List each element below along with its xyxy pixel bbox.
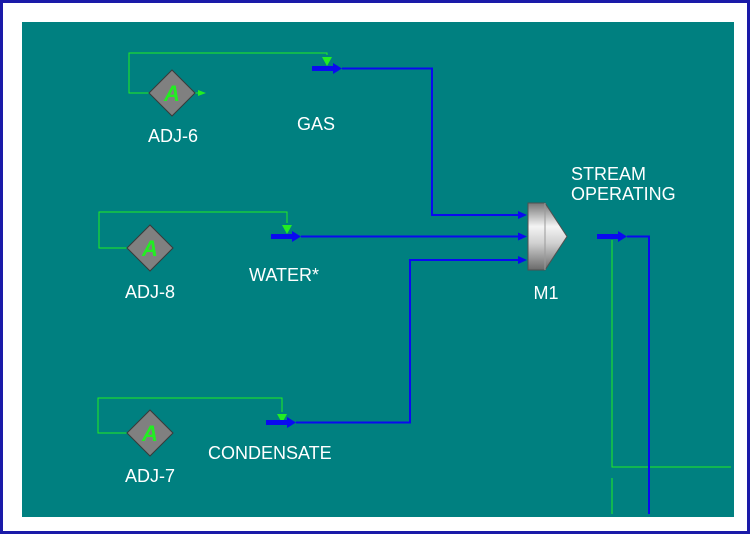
adj-6-glyph: A (163, 81, 180, 106)
adj-7-icon[interactable]: A (126, 409, 174, 457)
adj-8-icon[interactable]: A (126, 224, 174, 272)
water-stream-line[interactable] (271, 231, 527, 242)
adj-7-glyph: A (141, 421, 158, 446)
water-stream-label[interactable]: WATER* (249, 265, 319, 285)
gas-stream-line[interactable] (312, 63, 527, 219)
mixer-m1-icon[interactable] (527, 202, 568, 271)
adj-6-icon[interactable]: A (148, 69, 196, 117)
signal-arrow-icon (282, 225, 292, 234)
adj-8-glyph: A (141, 236, 158, 261)
signal-arrow-icon (277, 414, 287, 423)
outlet-stream-label-line1[interactable]: STREAM (571, 164, 646, 184)
outlet-stream-line[interactable] (597, 231, 650, 514)
gas-stream-label[interactable]: GAS (297, 114, 335, 134)
adj-8-signal-loop[interactable] (98, 211, 292, 251)
outlet-signal-lines (611, 240, 731, 514)
adj-7-signal-loop[interactable] (97, 397, 287, 434)
signal-arrow-icon (198, 90, 206, 96)
adj-7-label: ADJ-7 (125, 466, 175, 486)
adj-8-label: ADJ-8 (125, 282, 175, 302)
condensate-stream-label[interactable]: CONDENSATE (208, 443, 332, 463)
signal-arrow-icon (322, 57, 332, 66)
condensate-stream-line[interactable] (266, 256, 527, 428)
outlet-stream-label-line2[interactable]: OPERATING (571, 184, 676, 204)
adj-6-label: ADJ-6 (148, 126, 198, 146)
mixer-m1-label: M1 (533, 283, 558, 303)
